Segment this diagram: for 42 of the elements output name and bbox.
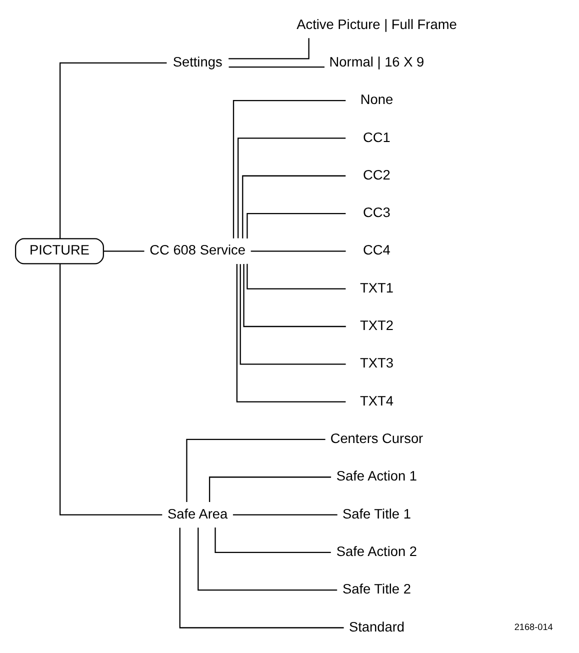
node-text: CC1: [362, 130, 390, 145]
node-text: Settings: [172, 54, 222, 70]
connector: [214, 528, 330, 554]
node-text: CC2: [362, 167, 390, 182]
node-text: Safe Title 2: [342, 582, 410, 597]
connector: [59, 264, 162, 516]
node-text: Normal | 16 X 9: [328, 54, 424, 70]
node-text: Standard: [348, 619, 404, 634]
node-text: Safe Action 2: [336, 544, 417, 559]
connector: [228, 66, 324, 68]
connector: [178, 528, 344, 628]
node-text: CC3: [362, 205, 390, 220]
connector: [250, 250, 346, 252]
connector: [59, 62, 166, 239]
node-text: TXT2: [359, 318, 393, 334]
node-text: Safe Area: [167, 506, 228, 522]
connector: [246, 264, 346, 290]
node-text: Centers Cursor: [330, 431, 423, 446]
connector: [237, 138, 346, 238]
node-box: PICTURE: [14, 238, 104, 264]
node-text: TXT1: [359, 280, 393, 296]
node-text: Safe Action 1: [336, 468, 417, 484]
connector: [239, 264, 346, 365]
node-text: CC4: [362, 242, 390, 258]
connector: [236, 264, 346, 402]
node-text: Safe Title 1: [342, 506, 410, 522]
connector: [197, 528, 337, 591]
connector: [242, 175, 346, 238]
connector: [186, 438, 325, 502]
connector: [232, 514, 337, 516]
connector: [242, 264, 346, 328]
node-text: CC 608 Service: [149, 242, 245, 258]
node-text: Active Picture | Full Frame: [296, 16, 456, 32]
node-text: TXT4: [359, 393, 393, 408]
label: 2168-014: [514, 622, 552, 632]
connector: [103, 250, 144, 252]
node-text: TXT3: [359, 356, 393, 371]
connector: [246, 212, 346, 238]
connector: [228, 38, 309, 60]
node-text: None: [360, 92, 393, 108]
connector: [232, 100, 346, 238]
connector: [208, 476, 331, 502]
